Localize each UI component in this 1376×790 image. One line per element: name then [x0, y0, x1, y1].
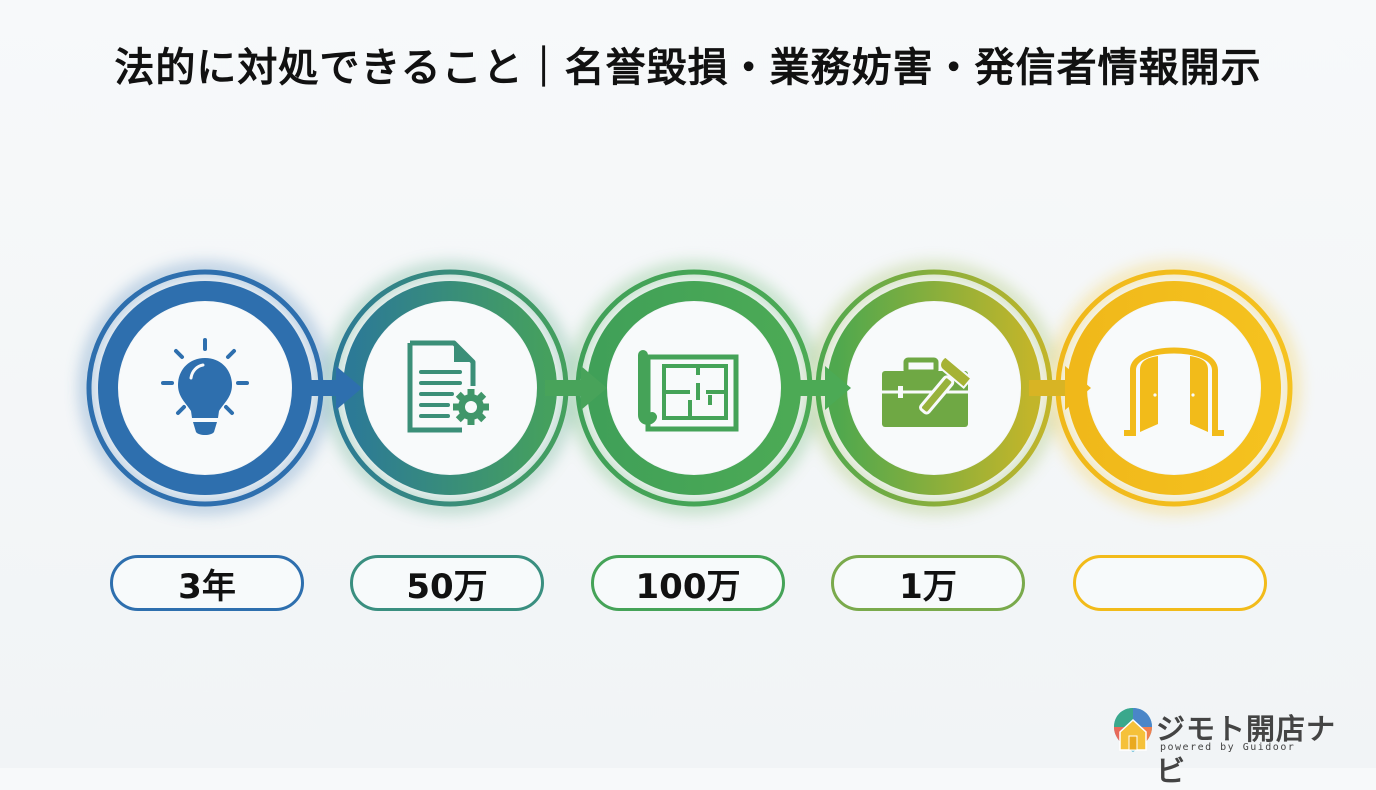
step-4-label: 1万 — [831, 555, 1025, 611]
arrow-icon — [300, 366, 362, 410]
toolbox-hammer-icon — [882, 355, 973, 427]
step-3-circle — [575, 269, 813, 507]
process-flow — [80, 263, 1299, 513]
step-1-label: 3年 — [110, 555, 304, 611]
step-5-label — [1073, 555, 1267, 611]
step-2-label: 50万 — [350, 555, 544, 611]
brand-tagline: powered by Guidoor — [1160, 742, 1296, 753]
step-2-value: 50万 — [406, 566, 488, 607]
lightbulb-icon — [161, 338, 249, 435]
arrow-icon — [789, 366, 851, 410]
open-door-icon — [1124, 347, 1224, 436]
brand-logo: ジモト開店ナビ powered by Guidoor — [1112, 704, 1362, 788]
step-1-value: 3年 — [178, 566, 236, 607]
step-4-value: 1万 — [899, 566, 957, 607]
blueprint-icon — [638, 350, 739, 432]
step-5-circle — [1055, 269, 1293, 507]
document-gear-icon — [407, 340, 489, 433]
arrow-icon — [1029, 366, 1091, 410]
house-pin-icon — [1114, 708, 1152, 752]
arrow-icon — [545, 366, 607, 410]
step-2-circle — [331, 269, 569, 507]
page-title: 法的に対処できること｜名誉毀損・業務妨害・発信者情報開示 — [114, 45, 1262, 91]
step-3-label: 100万 — [591, 555, 785, 611]
step-3-value: 100万 — [635, 566, 741, 607]
